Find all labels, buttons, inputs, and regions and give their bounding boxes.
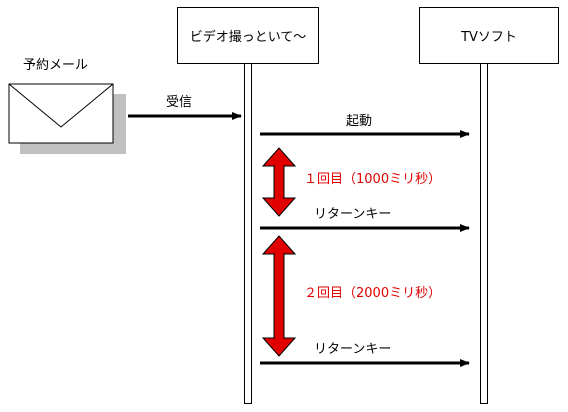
participant-video-request: ビデオ撮っといて～ <box>177 7 319 64</box>
message-receive-label: 受信 <box>166 95 193 110</box>
message-return-key-1-label: リターンキー <box>314 207 392 222</box>
message-return-key-2-label: リターンキー <box>314 342 392 357</box>
mail-envelope-icon <box>8 83 126 154</box>
participant-video-request-label: ビデオ撮っといて～ <box>189 30 307 45</box>
interval-2-label: ２回目（2000ミリ秒） <box>304 286 442 301</box>
interval-arrow-1 <box>261 147 297 217</box>
interval-1-label: １回目（1000ミリ秒） <box>304 172 442 187</box>
interval-arrow-2 <box>261 235 297 357</box>
mail-label: 予約メール <box>23 58 89 73</box>
participant-tv-software-label: TVソフト <box>461 30 517 45</box>
participant-tv-software: TVソフト <box>419 7 559 64</box>
message-launch-label: 起動 <box>346 114 373 129</box>
